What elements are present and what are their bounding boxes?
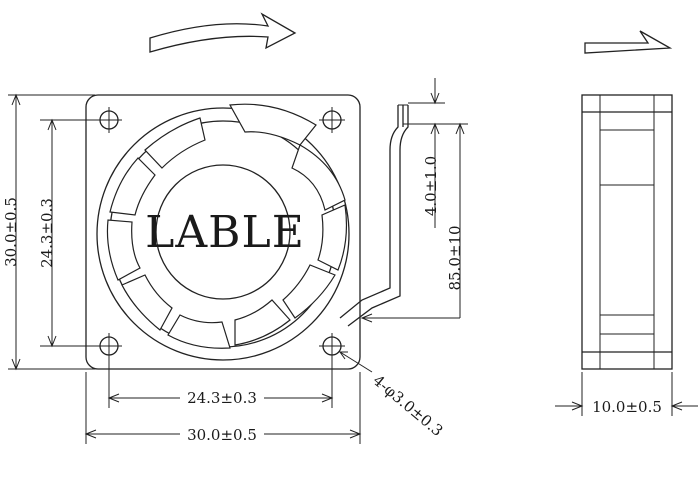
label-width-pitch: 24.3±0.3 [187, 389, 257, 407]
label-height-outer: 30.0±0.5 [2, 197, 20, 267]
rotation-arrow-icon [149, 12, 297, 53]
hub-label: LABLE [145, 207, 305, 258]
side-view [581, 94, 673, 370]
dim-thickness: 10.0±0.5 [555, 372, 698, 416]
label-width-outer: 30.0±0.5 [187, 426, 257, 444]
dim-lead-strip: 4.0±1.0 [403, 78, 445, 228]
front-view [85, 94, 409, 370]
fan-blades [106, 103, 348, 349]
label-height-pitch: 24.3±0.3 [38, 198, 56, 268]
lead-wires [339, 104, 409, 327]
label-lead-length: 85.0±10 [446, 225, 464, 290]
label-thickness: 10.0±0.5 [592, 398, 662, 416]
dim-height-pitch: 24.3±0.3 [38, 118, 100, 348]
label-lead-strip: 4.0±1.0 [422, 156, 440, 216]
label-mount-holes: 4-φ3.0±0.3 [369, 371, 446, 440]
airflow-arrow-icon [584, 30, 673, 54]
dim-width-outer: 30.0±0.5 [84, 372, 362, 444]
dim-lead-length: 85.0±10 [360, 122, 468, 323]
dim-height-outer: 30.0±0.5 [2, 93, 95, 371]
dim-width-pitch: 24.3±0.3 [107, 355, 334, 408]
